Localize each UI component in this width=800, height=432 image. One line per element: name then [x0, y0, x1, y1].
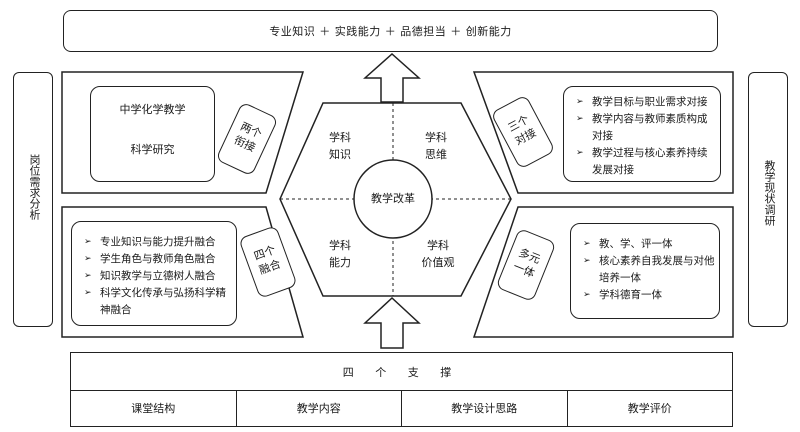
up-arrow-top — [363, 52, 421, 103]
multi-unity-item: 核心素养自我发展与对他培养一体 — [583, 253, 715, 287]
hex-q2-label: 学科 思维 — [425, 131, 447, 161]
multi-unity-item: 教、学、评一体 — [583, 236, 715, 253]
multi-unity-list: 教、学、评一体 核心素养自我发展与对他培养一体 学科德育一体 — [583, 236, 715, 304]
four-fusions-box: 专业知识与能力提升融合 学生角色与教师角色融合 知识教学与立德树人融合 科学文化… — [71, 221, 237, 326]
two-links-bottom-text: 科学研究 — [130, 143, 175, 156]
three-docks-item: 教学内容与教师素质构成对接 — [576, 111, 716, 145]
four-fusions-item: 专业知识与能力提升融合 — [84, 234, 230, 251]
left-lower-chevron — [61, 206, 304, 338]
hex-q4-label: 学科 价值观 — [421, 239, 455, 269]
three-docks-list: 教学目标与职业需求对接 教学内容与教师素质构成对接 教学过程与核心素养持续发展对… — [576, 94, 716, 179]
support-cell: 教学内容 — [237, 390, 402, 426]
right-lower-chevron — [472, 206, 734, 338]
left-side-label: 岗位需求分析 — [28, 154, 42, 220]
three-docks-item: 教学过程与核心素养持续发展对接 — [576, 145, 716, 179]
support-cell: 课堂结构 — [71, 390, 237, 426]
four-fusions-item: 学生角色与教师角色融合 — [84, 251, 230, 268]
multi-unity-box: 教、学、评一体 核心素养自我发展与对他培养一体 学科德育一体 — [570, 223, 720, 319]
hex-q1-label: 学科 知识 — [329, 131, 351, 161]
three-docks-item: 教学目标与职业需求对接 — [576, 94, 716, 111]
right-upper-chevron — [472, 71, 734, 194]
core-label: 教学改革 — [371, 192, 415, 205]
support-cell: 教学评价 — [627, 402, 672, 415]
hex-q3-label: 学科 能力 — [329, 239, 351, 269]
support-cell: 教学设计思路 — [402, 390, 568, 426]
right-side-box — [748, 72, 788, 327]
up-arrow-bottom — [363, 296, 421, 349]
four-fusions-item: 科学文化传承与弘扬科学精神融合 — [84, 285, 230, 319]
supports-title: 四 个 支 撑 — [342, 365, 461, 379]
four-fusions-list: 专业知识与能力提升融合 学生角色与教师角色融合 知识教学与立德树人融合 科学文化… — [84, 234, 230, 319]
three-docks-box: 教学目标与职业需求对接 教学内容与教师素质构成对接 教学过程与核心素养持续发展对… — [563, 86, 721, 182]
right-side-label: 教学现状调研 — [763, 160, 777, 226]
four-fusions-item: 知识教学与立德树人融合 — [84, 268, 230, 285]
supports-row: 课堂结构 教学内容 教学设计思路 教学评价 — [70, 390, 733, 427]
supports-title-box: 四 个 支 撑 — [70, 352, 733, 391]
multi-unity-item: 学科德育一体 — [583, 287, 715, 304]
left-upper-chevron — [61, 71, 305, 194]
top-goal-box: 专业知识 ＋ 实践能力 ＋ 品德担当 ＋ 创新能力 — [63, 10, 718, 52]
two-links-box — [90, 86, 215, 182]
core-circle — [353, 159, 433, 239]
left-side-box — [13, 72, 53, 327]
two-links-top-text: 中学化学教学 — [119, 103, 186, 116]
top-goal-text: 专业知识 ＋ 实践能力 ＋ 品德担当 ＋ 创新能力 — [269, 25, 512, 38]
